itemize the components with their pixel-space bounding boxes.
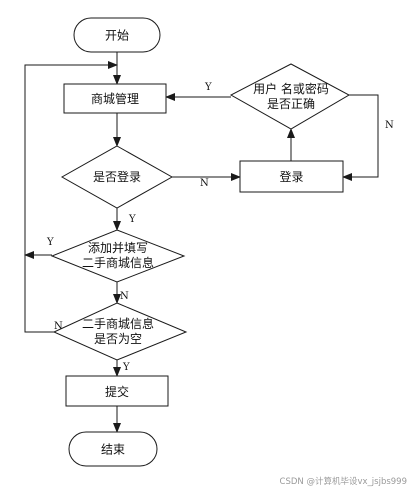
node-submit: 提交 [65, 375, 169, 407]
label-empty-yes: Y [122, 362, 130, 373]
mall-manage-label: 商城管理 [91, 91, 139, 106]
edge-empty-no-loop [24, 61, 118, 333]
is-empty-label-line2: 是否为空 [94, 332, 142, 346]
login-label: 登录 [279, 169, 303, 184]
fill-info-label-line2: 二手商城信息 [82, 255, 154, 270]
node-is-login: 是否登录 [60, 145, 174, 209]
node-start: 开始 [73, 17, 161, 53]
edge-labels: Y N Y N Y N N Y [46, 82, 394, 373]
node-fill-info: 添加并填写 二手商城信息 [50, 229, 186, 283]
edges [24, 52, 379, 433]
label-login-no: N [200, 178, 209, 189]
label-fill-no: N [120, 291, 129, 302]
node-end: 结束 [68, 431, 158, 467]
label-empty-no: N [54, 321, 63, 332]
end-label: 结束 [101, 443, 125, 457]
fill-info-label-line1: 添加并填写 [88, 241, 148, 255]
label-password-yes: Y [204, 82, 212, 93]
edge-checkpw-no-loop [342, 94, 379, 181]
check-password-label-line2: 是否正确 [267, 97, 315, 111]
check-password-label-line1: 用户 名或密码 [253, 81, 329, 96]
node-mall-manage: 商城管理 [63, 83, 167, 114]
is-login-label: 是否登录 [93, 169, 141, 184]
label-fill-yes: Y [46, 237, 54, 248]
node-login: 登录 [239, 160, 344, 193]
node-is-empty: 二手商城信息 是否为空 [52, 302, 188, 361]
node-check-password: 用户 名或密码 是否正确 [229, 63, 351, 130]
watermark: CSDN @计算机毕设vx_jsjbs999 [279, 477, 407, 487]
start-label: 开始 [105, 29, 129, 43]
submit-label: 提交 [105, 384, 129, 399]
label-password-no: N [385, 120, 394, 131]
label-login-yes: Y [128, 214, 136, 225]
is-empty-label-line1: 二手商城信息 [82, 316, 154, 331]
